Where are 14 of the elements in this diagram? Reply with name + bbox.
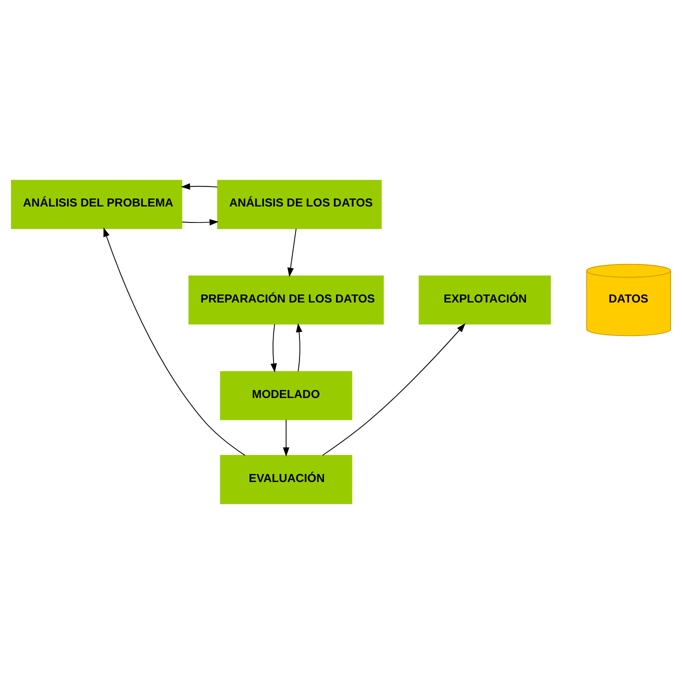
arrow [282,419,290,457]
arrow [182,219,219,226]
arrow [103,228,246,456]
arrow [287,228,297,277]
arrow [270,324,277,373]
node-box: PREPARACIÓN DE LOS DATOS [188,276,384,325]
node-box: EVALUACIÓN [220,455,352,504]
node-box: ANÁLISIS DEL PROBLEMA [11,180,182,229]
arrow [322,323,466,456]
arrow [180,183,218,190]
node-box: MODELADO [220,371,352,420]
arrow [296,323,302,372]
node-box: ANÁLISIS DE LOS DATOS [217,180,382,229]
node-box: EXPLOTACIÓN [418,276,551,325]
